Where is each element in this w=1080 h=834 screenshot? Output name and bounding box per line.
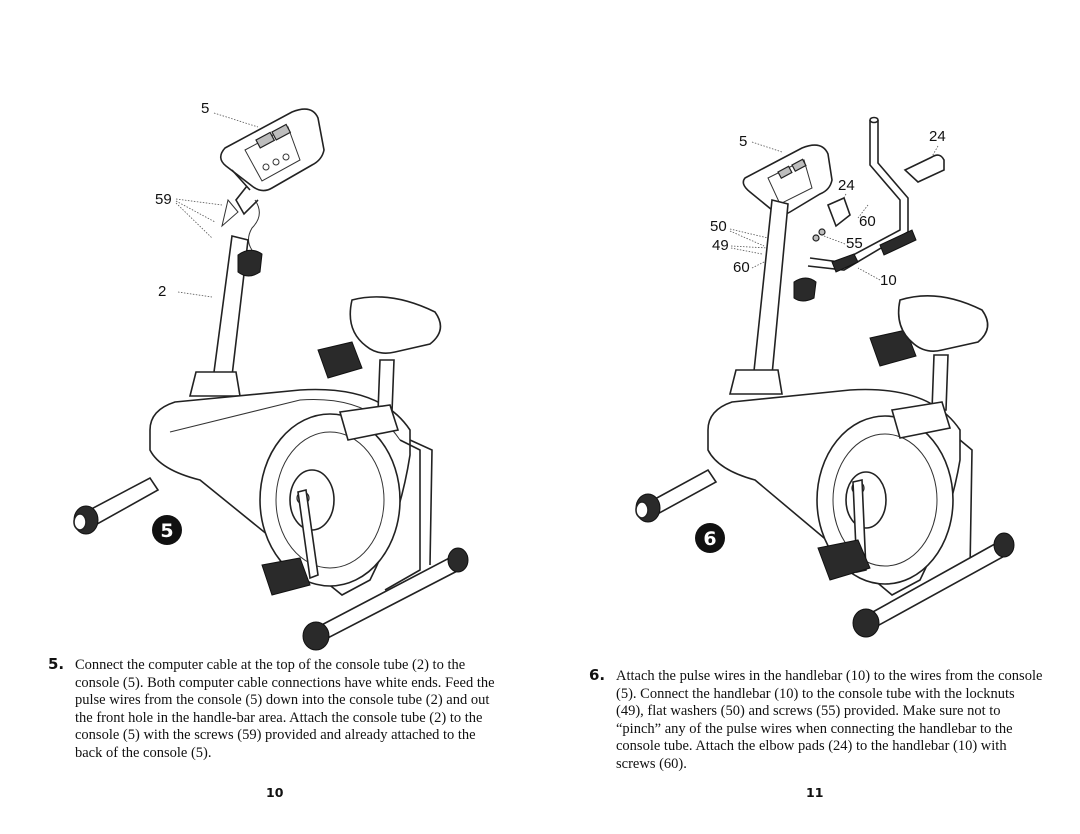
- callout-console: 5: [201, 100, 209, 117]
- step-5-instructions: 5. Connect the computer cable at the top…: [48, 655, 505, 763]
- page-10: 5 59 2: [48, 100, 505, 800]
- callout-screws: 60: [733, 259, 750, 276]
- step-5-text: Connect the computer cable at the top of…: [75, 657, 495, 761]
- callout-console: 5: [739, 133, 747, 150]
- page-11: 5 24 24 60 50 49 55 60 10: [540, 0, 1080, 834]
- callout-screws: 59: [155, 191, 172, 208]
- console-handlebar-drawing: [742, 116, 945, 273]
- page-number-10: 10: [266, 785, 284, 800]
- step-6-text: Attach the pulse wires in the handlebar …: [616, 668, 1043, 772]
- callout-elbow-pad-left: 24: [838, 177, 855, 194]
- frame-drawing: [635, 295, 1015, 638]
- callout-elbow-pad-right: 24: [929, 128, 946, 145]
- callout-locknuts: 49: [712, 237, 729, 254]
- callout-console-tube: 2: [158, 283, 166, 300]
- step-5-assembly-illustration: 5 59 2: [73, 100, 469, 651]
- callout-flat-washers: 50: [710, 218, 727, 235]
- step-6-number: 6.: [589, 666, 606, 684]
- svg-text:6: 6: [703, 528, 716, 550]
- step-5-badge: 5: [152, 515, 182, 545]
- step-6-assembly-illustration: 5 24 24 60 50 49 55 60 10: [635, 116, 1015, 638]
- page-number-11: 11: [806, 785, 824, 800]
- callout-handlebar: 10: [880, 272, 897, 289]
- console-tube-drawing: [728, 199, 817, 395]
- step-6-badge: 6: [695, 523, 725, 553]
- callout-handlebar-screws: 55: [846, 235, 863, 252]
- step-5-number: 5.: [48, 655, 65, 673]
- step-6-instructions: 6. Attach the pulse wires in the handleb…: [589, 666, 1046, 774]
- console-tube-drawing: [188, 235, 263, 397]
- svg-text:5: 5: [160, 520, 173, 542]
- console-drawing: [219, 108, 325, 251]
- callout-pad-screw: 60: [859, 213, 876, 230]
- frame-drawing: [73, 296, 469, 651]
